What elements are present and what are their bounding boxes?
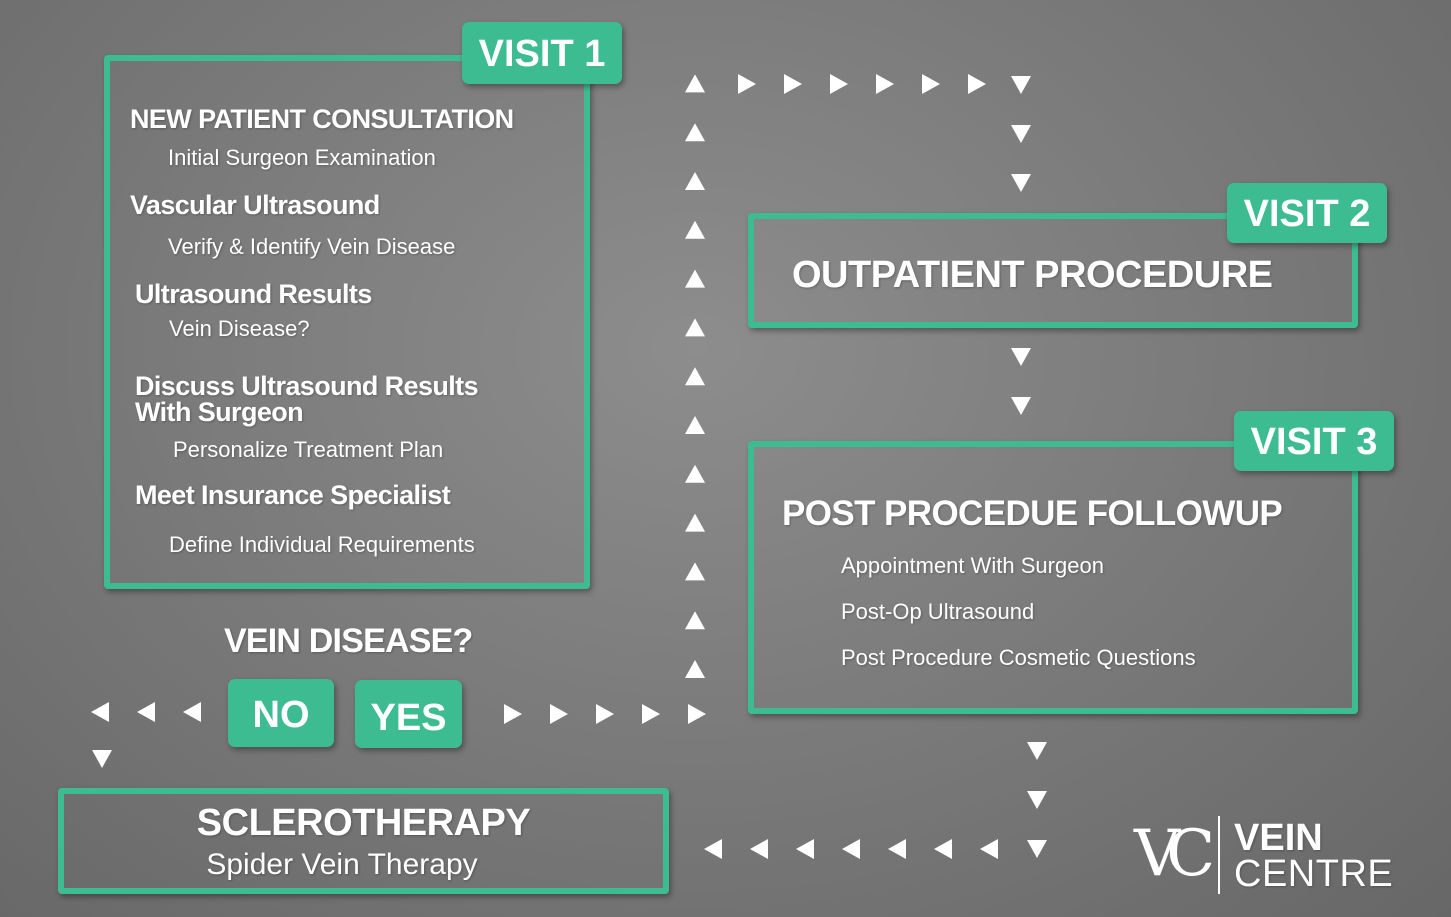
visit3-item2: Post-Op Ultrasound	[841, 599, 1035, 624]
arrow-left-icon	[934, 839, 952, 859]
visit1-step2-title: Vascular Ultrasound	[130, 190, 380, 220]
visit1-step3-title: Ultrasound Results	[135, 279, 372, 309]
visit3-item3: Post Procedure Cosmetic Questions	[841, 645, 1196, 670]
visit2-box	[748, 213, 1358, 328]
arrow-up-icon	[685, 220, 705, 239]
decision-question: VEIN DISEASE?	[224, 622, 473, 660]
arrow-right-icon	[596, 704, 614, 724]
arrow-up-icon	[685, 611, 705, 630]
logo-divider	[1218, 816, 1220, 894]
logo-line2: CENTRE	[1234, 853, 1394, 895]
arrow-up-icon	[685, 123, 705, 142]
visit1-step4-title-line1: Discuss Ultrasound Results	[135, 371, 479, 401]
visit3-tag: VISIT 3	[1234, 411, 1394, 471]
logo-line1: VEIN	[1234, 817, 1323, 859]
sclerotherapy-box	[58, 788, 669, 894]
arrow-down-icon	[1011, 76, 1031, 94]
visit1-step3-sub: Vein Disease?	[169, 316, 310, 341]
visit1-step4-title-line2: With Surgeon	[135, 397, 304, 427]
arrow-left-icon	[796, 839, 814, 859]
yes-button[interactable]: YES	[355, 680, 462, 748]
arrow-left-icon	[980, 839, 998, 859]
visit1-step5-title: Meet Insurance Specialist	[135, 480, 451, 510]
visit3-item1: Appointment With Surgeon	[841, 553, 1104, 578]
arrow-up-icon	[685, 269, 705, 288]
arrow-down-icon	[92, 750, 112, 768]
arrow-right-icon	[642, 704, 660, 724]
visit1-step4-sub: Personalize Treatment Plan	[173, 437, 444, 462]
sclerotherapy-title: SCLEROTHERAPY	[196, 802, 531, 844]
arrow-down-icon	[1011, 174, 1031, 192]
visit1-box	[104, 55, 590, 589]
arrow-up-icon	[685, 172, 705, 190]
arrow-right-icon	[504, 704, 522, 724]
vein-centre-logo: VC VEIN CENTRE	[1130, 812, 1400, 898]
arrow-right-icon	[784, 74, 802, 94]
visit3-box	[748, 441, 1358, 714]
arrow-up-icon	[685, 318, 705, 337]
visit1-tag: VISIT 1	[462, 22, 622, 84]
arrow-up-icon	[685, 367, 705, 386]
arrow-right-icon	[876, 74, 894, 94]
arrow-up-icon	[685, 74, 705, 93]
arrow-up-icon	[685, 513, 705, 532]
arrow-up-icon	[685, 660, 705, 678]
visit1-step1-title: NEW PATIENT CONSULTATION	[130, 104, 514, 134]
arrow-down-icon	[1027, 840, 1047, 858]
visit2-title: OUTPATIENT PROCEDURE	[792, 254, 1273, 296]
sclerotherapy-sub: Spider Vein Therapy	[206, 848, 478, 881]
arrow-left-icon	[137, 702, 155, 722]
arrow-up-icon	[685, 562, 705, 581]
arrow-left-icon	[842, 839, 860, 859]
visit2-tag: VISIT 2	[1227, 183, 1387, 243]
arrow-left-icon	[704, 839, 722, 859]
arrow-right-icon	[968, 74, 986, 94]
arrow-right-icon	[550, 704, 568, 724]
no-button[interactable]: NO	[228, 679, 334, 747]
visit1-step2-sub: Verify & Identify Vein Disease	[168, 234, 456, 259]
arrow-down-icon	[1027, 742, 1047, 760]
arrow-right-icon	[830, 74, 848, 94]
visit3-title: POST PROCEDUE FOLLOWUP	[782, 494, 1283, 533]
arrow-left-icon	[888, 839, 906, 859]
arrow-down-icon	[1011, 348, 1031, 366]
arrow-right-icon	[688, 704, 706, 724]
arrow-right-icon	[738, 74, 756, 94]
arrow-right-icon	[922, 74, 940, 94]
arrow-down-icon	[1027, 791, 1047, 809]
arrow-down-icon	[1011, 397, 1031, 415]
arrow-up-icon	[685, 416, 705, 434]
visit1-step1-sub: Initial Surgeon Examination	[168, 145, 436, 170]
visit1-step5-sub: Define Individual Requirements	[169, 532, 475, 557]
arrow-left-icon	[91, 702, 109, 722]
arrow-left-icon	[750, 839, 768, 859]
arrow-down-icon	[1011, 125, 1031, 143]
arrow-left-icon	[183, 702, 201, 722]
arrow-up-icon	[685, 464, 705, 483]
